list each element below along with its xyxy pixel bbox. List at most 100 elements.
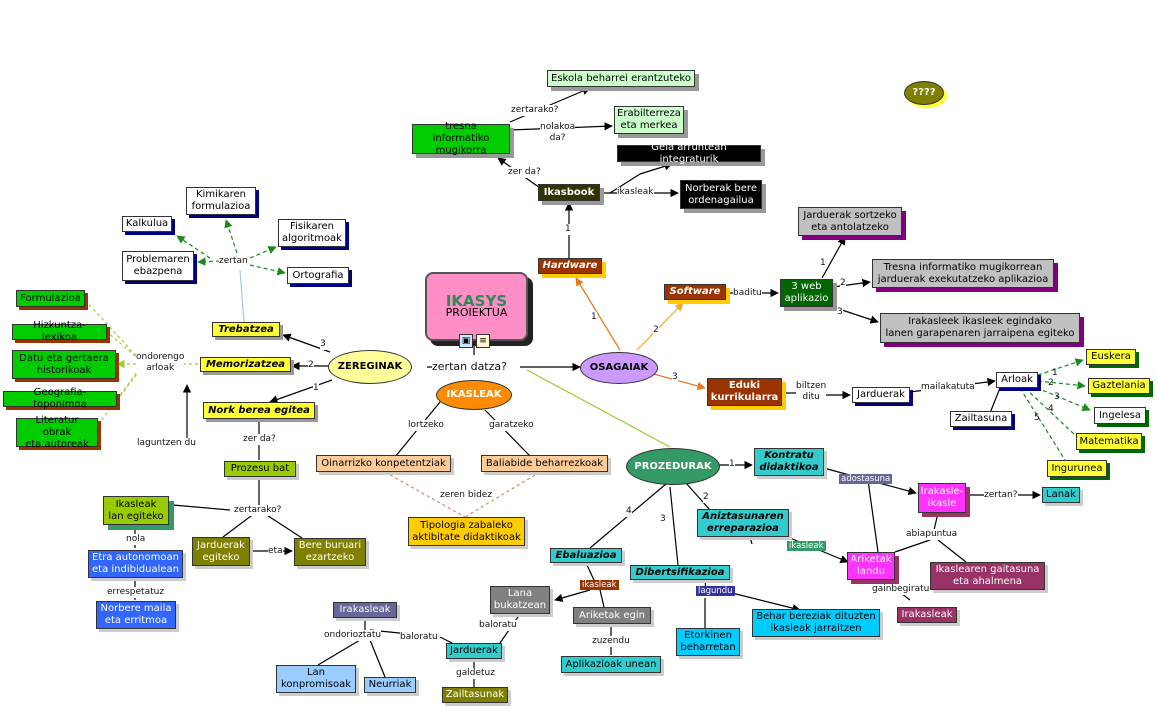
irakasleak-prozedura-node[interactable]: Irakasleak [897, 607, 957, 623]
erabilterreza-node[interactable]: Erabilterreza eta merkea [614, 106, 684, 134]
label-galdetuz: galdetuz [456, 668, 495, 679]
lana-bukatzean-node[interactable]: Lana bukatzean [490, 586, 550, 614]
label-num-arlo4: 4 [1048, 404, 1054, 414]
ebaluazioa-node[interactable]: Ebaluazioa [550, 548, 622, 563]
label-num-web1: 1 [820, 258, 826, 269]
center-subtitle: PROIEKTUA [445, 305, 508, 319]
irakasleek-node[interactable]: Irakasleek ikasleek egindako lanen garap… [880, 313, 1080, 343]
label-baloratu2: baloratu [400, 632, 438, 643]
label-ondorengo: ondorengo arloak [136, 352, 185, 374]
label-num-osa3: 3 [672, 372, 678, 383]
label-eta: eta [268, 546, 283, 557]
literatur-node[interactable]: Literatur obrak eta autoreak [16, 415, 98, 450]
label-zertarako2: zertarako? [234, 505, 282, 516]
tag-lagundu: lagundu [696, 586, 735, 596]
jarduerak-sortzeko-node[interactable]: Jarduerak sortzeko eta antolatzeko [798, 207, 902, 236]
label-baloratu: baloratu [479, 620, 517, 631]
aniztasun-node[interactable]: Aniztasunaren erreparazioa [697, 509, 789, 537]
ikasleak-lan-node[interactable]: Ikasleak lan egiteko [103, 496, 169, 525]
baliabide-node[interactable]: Baliabide beharrezkoak [481, 455, 608, 472]
trebatzea-node[interactable]: Trebatzea [212, 322, 280, 337]
tresna-mugikorrean-node[interactable]: Tresna informatiko mugikorrean jarduerak… [872, 259, 1054, 288]
label-garatzeko: garatzeko [489, 420, 534, 431]
label-zertarako: zertarako? [511, 105, 559, 116]
datu-node[interactable]: Datu eta gertaera historikoak [12, 350, 116, 379]
jarduerak-osagai-node[interactable]: Jarduerak [852, 387, 910, 403]
osagaiak-node[interactable]: OSAGAIAK [580, 352, 658, 384]
eskola-node[interactable]: Eskola beharrei erantzuteko [547, 70, 695, 87]
norbere-node[interactable]: Norbere maila eta erritmoa [96, 601, 176, 629]
jarduerak-ebaluazio-node[interactable]: Jarduerak [446, 643, 502, 659]
matematika-node[interactable]: Matematika [1076, 433, 1142, 450]
arloak-node[interactable]: Arloak [996, 372, 1038, 388]
ikasleak-node[interactable]: IKASLEAK [436, 380, 512, 410]
dibertsifikazioa-node[interactable]: Dibertsifikazioa [630, 565, 730, 580]
center-title: IKASYS [445, 291, 508, 310]
ingurunea-node[interactable]: Ingurunea [1047, 460, 1107, 477]
label-ondorioztatu: ondorioztatu [324, 630, 382, 641]
fisikaren-node[interactable]: Fisikaren algoritmoak [278, 219, 346, 247]
ariketak-landu-node[interactable]: Ariketak landu [847, 552, 895, 580]
document-icon[interactable]: ≡ [476, 334, 490, 348]
gaztelania-node[interactable]: Gaztelania [1088, 378, 1150, 394]
ikasbook-node[interactable]: Ikasbook [538, 184, 600, 201]
norberak-node[interactable]: Norberak bere ordenagailua [680, 180, 762, 209]
label-num-pro2: 2 [703, 492, 709, 503]
etorkinen-node[interactable]: Etorkinen beharretan [676, 628, 740, 656]
aplikazioak-node[interactable]: Aplikazioak unean [561, 656, 661, 673]
tag-ikasleak-aniz: ikasleak [787, 541, 826, 551]
kalkulua-node[interactable]: Kalkulua [122, 216, 172, 232]
neurriak-node[interactable]: Neurriak [364, 677, 416, 693]
hizkuntza-node[interactable]: Hizkuntza-lexikoa [12, 320, 107, 343]
zereginak-node[interactable]: ZEREGINAK [328, 350, 412, 384]
hardware-node[interactable]: Hardware [538, 258, 602, 274]
ingelesa-node[interactable]: Ingelesa [1094, 407, 1146, 424]
label-num-arlo1: 1 [1052, 368, 1058, 378]
memorizatzea-node[interactable]: Memorizatzea [200, 357, 291, 372]
lanak-node[interactable]: Lanak [1042, 487, 1080, 503]
ikaslearen-node[interactable]: Ikaslearen gaitasuna eta ahalmena [930, 562, 1045, 590]
tresna-node[interactable]: tresna informatiko mugikorra [412, 121, 510, 156]
web3-node[interactable]: 3 web aplikazio [780, 279, 833, 307]
zailtasunak-node[interactable]: Zailtasunak [442, 687, 508, 703]
lan-konpromisoak-node[interactable]: Lan konpromisoak [276, 665, 356, 693]
eduki-node[interactable]: Eduki kurrikularra [707, 378, 782, 406]
behar-bereziak-node[interactable]: Behar bereziak dituzten ikasleak jarrait… [752, 609, 880, 637]
ariketak-egin-node[interactable]: Ariketak egin [573, 607, 651, 624]
oinarrizko-node[interactable]: Oinarrizko konpetentziak [316, 455, 451, 472]
software-node[interactable]: Software [664, 284, 726, 300]
prozedurak-node[interactable]: PROZEDURAK [626, 448, 720, 485]
label-laguntzen: laguntzen du [137, 438, 196, 449]
label-num-zer2: 2 [308, 360, 314, 371]
etra-node[interactable]: Etra autonomoan eta indibidualean [88, 550, 183, 578]
zailtasuna-node[interactable]: Zailtasuna [950, 411, 1012, 427]
nork-node[interactable]: Nork berea egitea [203, 402, 315, 419]
question-node[interactable]: ???? [904, 81, 944, 105]
kimikaren-node[interactable]: Kimikaren formulazioa [186, 187, 256, 215]
geografia-node[interactable]: Geografia-toponimoa [3, 387, 117, 410]
kontratu-node[interactable]: Kontratu didaktikoa [754, 448, 824, 476]
label-num-zer3: 3 [320, 339, 326, 350]
euskera-node[interactable]: Euskera [1086, 349, 1136, 365]
formulazioa-node[interactable]: Formulazioa [16, 290, 85, 307]
irakasle-ikasle-node[interactable]: Irakasle- ikasle [918, 483, 966, 513]
gela-node[interactable]: Gela arruntean integraturik [617, 142, 761, 165]
bere-buruari-node[interactable]: Bere buruari ezartzeko [294, 538, 366, 566]
problemaren-node[interactable]: Problemaren ebazpena [122, 251, 194, 281]
image-icon[interactable]: ▣ [459, 334, 473, 348]
label-zer-da2: zer da? [243, 434, 276, 445]
label-num-arlo3: 3 [1054, 392, 1060, 402]
label-abiapuntua: abiapuntua [906, 529, 958, 540]
label-ikasleak: ikasleak [617, 187, 654, 198]
label-num-zer1: 1 [313, 383, 319, 394]
jarduerak-egiteko-node[interactable]: Jarduerak egiteko [192, 537, 250, 566]
tipologia-node[interactable]: Tipologia zabaleko aktibitate didaktikoa… [408, 517, 525, 546]
prozesu-node[interactable]: Prozesu bat [224, 461, 296, 477]
label-num-arlo2: 2 [1048, 378, 1054, 388]
label-zeren-bidez: zeren bidez [440, 490, 493, 501]
irakasleak-ebaluazio-node[interactable]: Irakasleak [333, 602, 397, 618]
center-node[interactable]: IKASYS PROIEKTUA [425, 272, 528, 341]
ortografia-node[interactable]: Ortografia [287, 267, 349, 284]
label-errespetatuz: errespetatuz [107, 587, 165, 598]
label-gainbegiratu: gainbegiratu [872, 584, 930, 595]
